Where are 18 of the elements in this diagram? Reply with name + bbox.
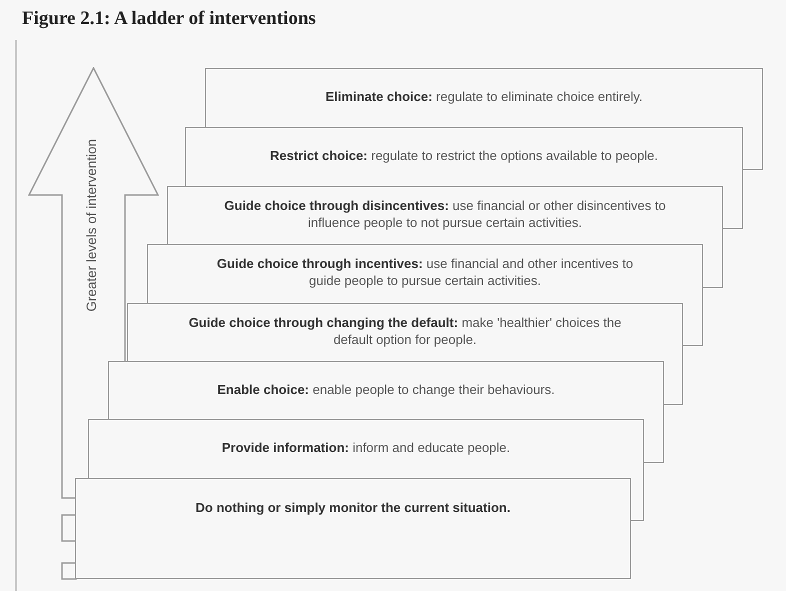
ladder-step-box: [127, 303, 683, 361]
step-description: Guide choice through incentives: use financial and other incentives to guide people to pursue certain activities.: [216, 255, 634, 289]
ladder-step-box: [75, 478, 631, 579]
ladder-step-box: [88, 419, 644, 478]
figure-title: Figure 2.1: A ladder of interventions: [22, 8, 316, 30]
ladder-step-box: [205, 68, 763, 127]
step-description: Eliminate choice: regulate to eliminate choice entirely.: [324, 88, 644, 104]
step-description: Guide choice through disincentives: use financial or other disincentives to influence people to not pursue certain activities.: [223, 197, 667, 231]
step-description: Enable choice: enable people to change their behaviours.: [216, 380, 556, 398]
step-description: Guide choice through changing the default: make 'healthier' choices the default option for people.: [188, 314, 622, 348]
step-description: Restrict choice: regulate to restrict the options available to people.: [268, 146, 660, 164]
step-description: Provide information: inform and educate people.: [220, 438, 512, 456]
axis-caption: Greater levels of intervention: [84, 139, 99, 312]
ladder-step-box: [108, 361, 664, 419]
ladder-step-box: [147, 244, 703, 303]
ladder-step-box: [185, 127, 743, 186]
ladder-step-box: [167, 186, 723, 244]
step-description: Do nothing or simply monitor the current situation.: [194, 498, 512, 516]
